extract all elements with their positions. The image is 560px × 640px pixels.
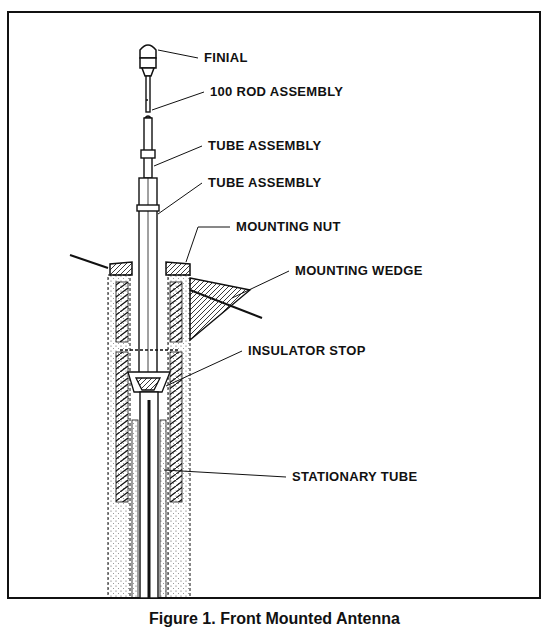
tube-assembly xyxy=(137,178,159,390)
stationary-tube xyxy=(132,392,166,598)
part-label: TUBE ASSEMBLY xyxy=(206,138,323,153)
finial xyxy=(140,45,156,76)
figure-caption: Figure 1. Front Mounted Antenna xyxy=(149,610,400,628)
part-label: INSULATOR STOP xyxy=(246,343,368,358)
part-label: FINIAL xyxy=(202,50,250,65)
tube-assembly xyxy=(141,116,155,178)
part-label: STATIONARY TUBE xyxy=(290,469,419,484)
insulator-stop xyxy=(120,350,178,392)
part-label: 100 ROD ASSEMBLY xyxy=(208,84,345,99)
rod-assembly xyxy=(146,76,150,112)
part-label: MOUNTING NUT xyxy=(234,219,343,234)
housing xyxy=(108,275,190,598)
part-label: TUBE ASSEMBLY xyxy=(206,175,323,190)
mounting-nut xyxy=(110,262,190,275)
mounting-wedge xyxy=(190,278,250,340)
leader-lines xyxy=(152,50,289,477)
figure-frame xyxy=(8,12,540,598)
fender-panel xyxy=(70,255,108,268)
part-label: MOUNTING WEDGE xyxy=(293,263,425,278)
